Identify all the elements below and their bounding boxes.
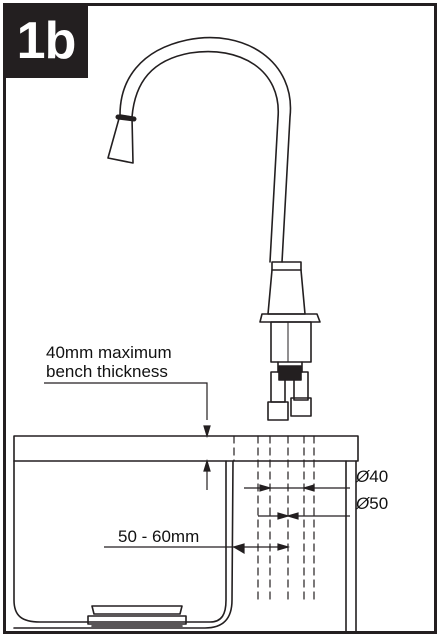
diameter-50-value: 50 [369,494,389,513]
spray-head [107,114,134,164]
sink-drain [91,605,183,615]
diameter-symbol: Ø [356,494,370,513]
bench-top [13,435,359,462]
diameter-40-value: 40 [369,467,389,486]
diameter-50-label: Ø50 [356,494,388,514]
faucet-spout-outer [119,36,292,263]
bench-thickness-label-line2: bench thickness [46,362,168,381]
offset-label: 50 - 60mm [118,527,200,546]
faucet-stem [270,321,312,363]
faucet-spout-inner [131,50,279,263]
diameter-40-label: Ø40 [356,467,388,487]
diameter-symbol: Ø [356,467,370,486]
faucet-collar [271,261,302,271]
faucet-body [267,269,306,315]
faucet-base-flange [259,313,321,323]
spray-head-band [115,114,137,122]
diagram-border [3,3,437,634]
mounting-nut [278,365,302,381]
bench-thickness-label-line1: 40mm maximum [46,343,172,362]
sink-bowl [13,460,227,623]
step-badge: 1b [4,4,88,78]
bench-thickness-leader [44,382,208,420]
